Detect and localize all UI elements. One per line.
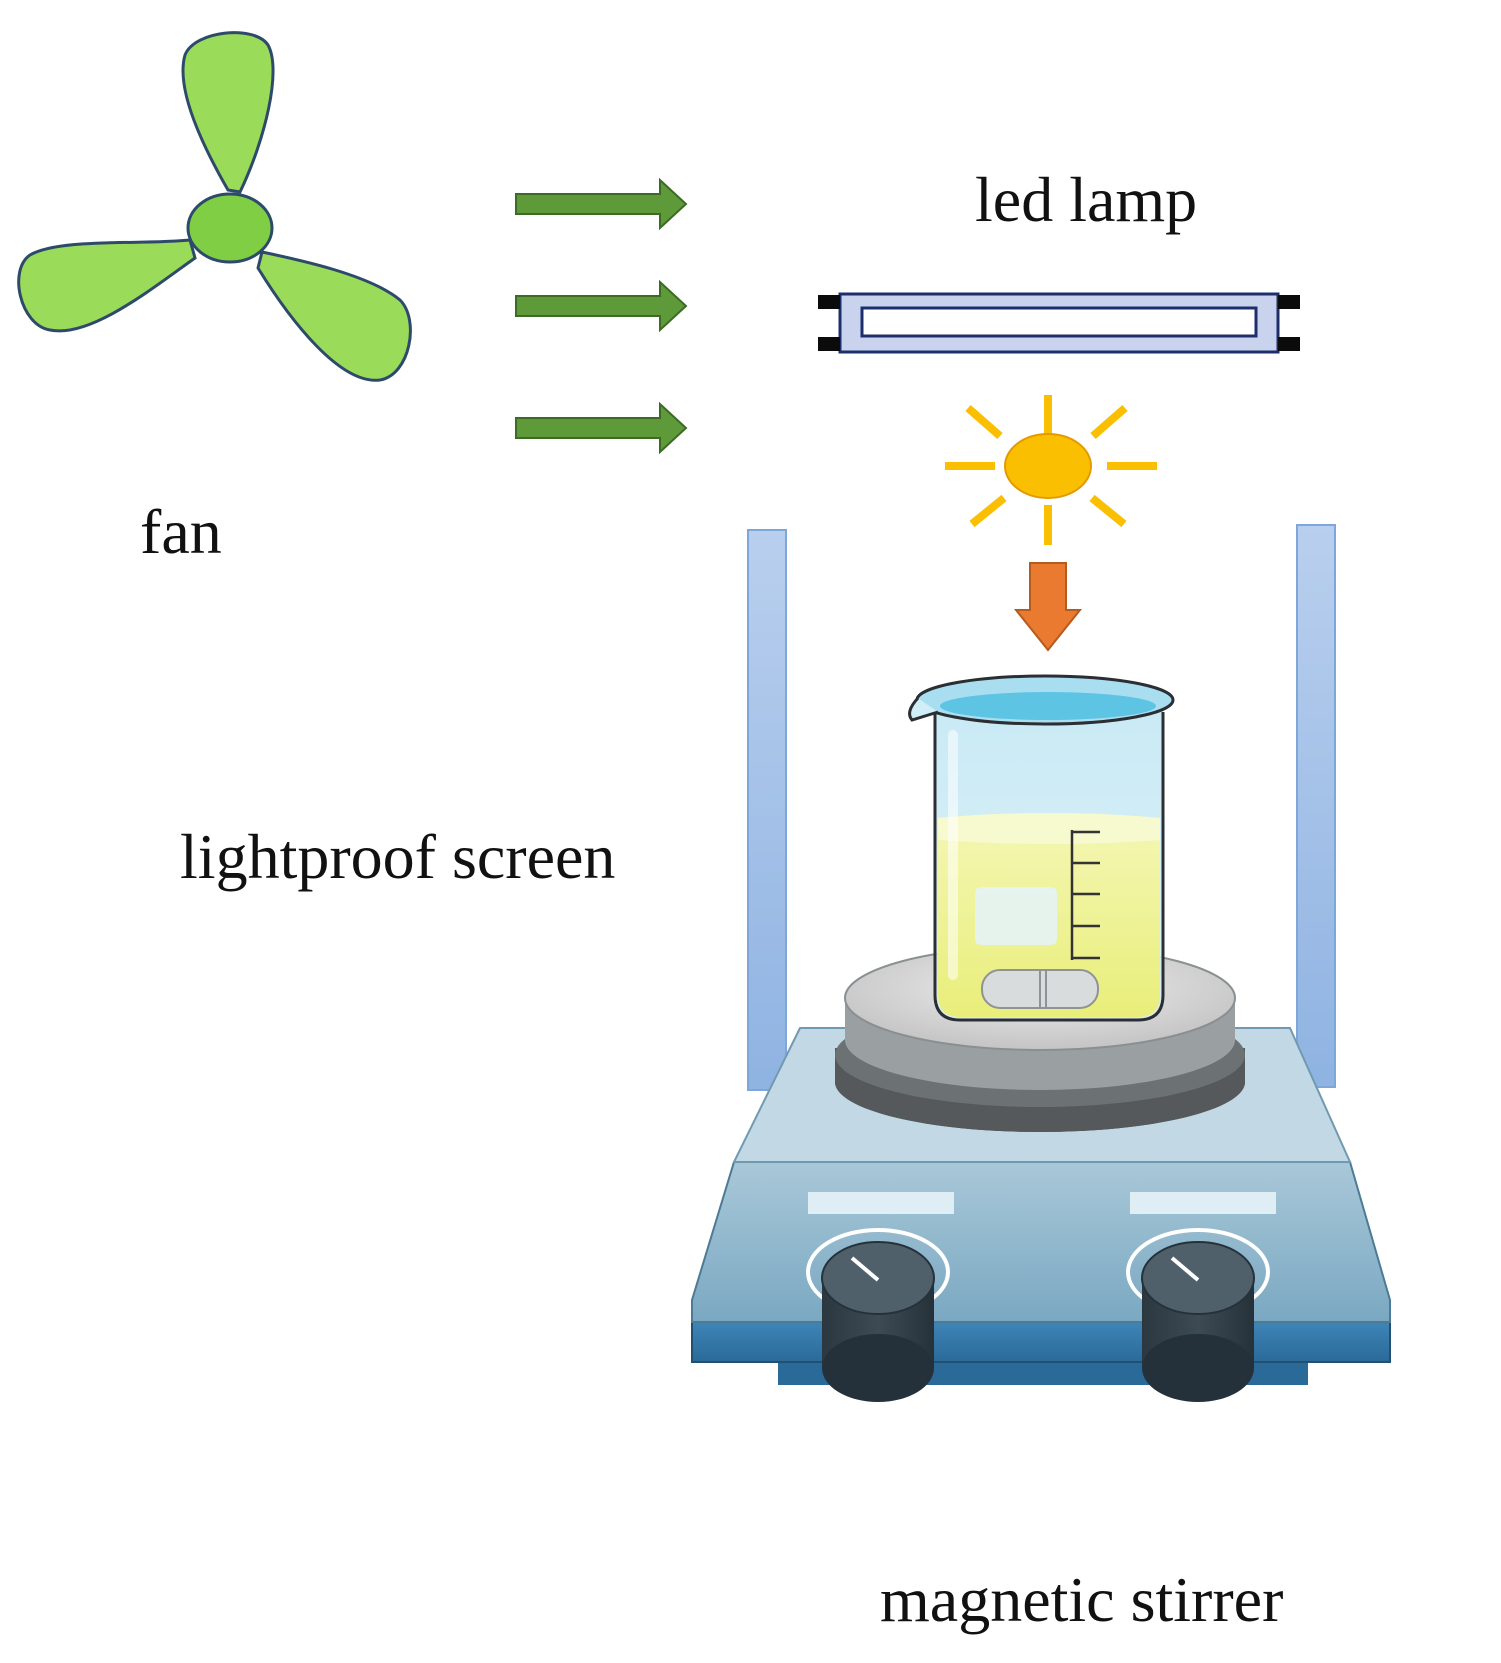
magnetic-stirrer-label: magnetic stirrer [880, 1564, 1284, 1635]
led-tube-icon [818, 292, 1300, 354]
fan-label: fan [140, 496, 222, 567]
led-lamp-label: led lamp [975, 164, 1198, 235]
down-arrow-icon [1013, 562, 1083, 652]
magnetic-stirrer-icon [691, 945, 1391, 1402]
airflow-arrow-icon [515, 279, 688, 333]
airflow-arrow-icon [515, 177, 688, 231]
screen-panel-left [747, 529, 787, 1091]
fan-hub [186, 192, 274, 264]
fan-blade-top [181, 31, 275, 194]
airflow-arrow-icon [515, 401, 688, 455]
sun-icon [945, 395, 1157, 545]
lightproof-screen-label: lightproof screen [180, 821, 616, 892]
fan-blade-right [256, 250, 412, 382]
knob-left [821, 1241, 935, 1402]
screen-panel-right [1296, 524, 1336, 1088]
fan-blade-left [17, 238, 197, 333]
knob-right [1141, 1241, 1255, 1402]
fan-icon [17, 31, 412, 382]
airflow-arrows [515, 177, 688, 455]
beaker-icon [908, 674, 1175, 1022]
